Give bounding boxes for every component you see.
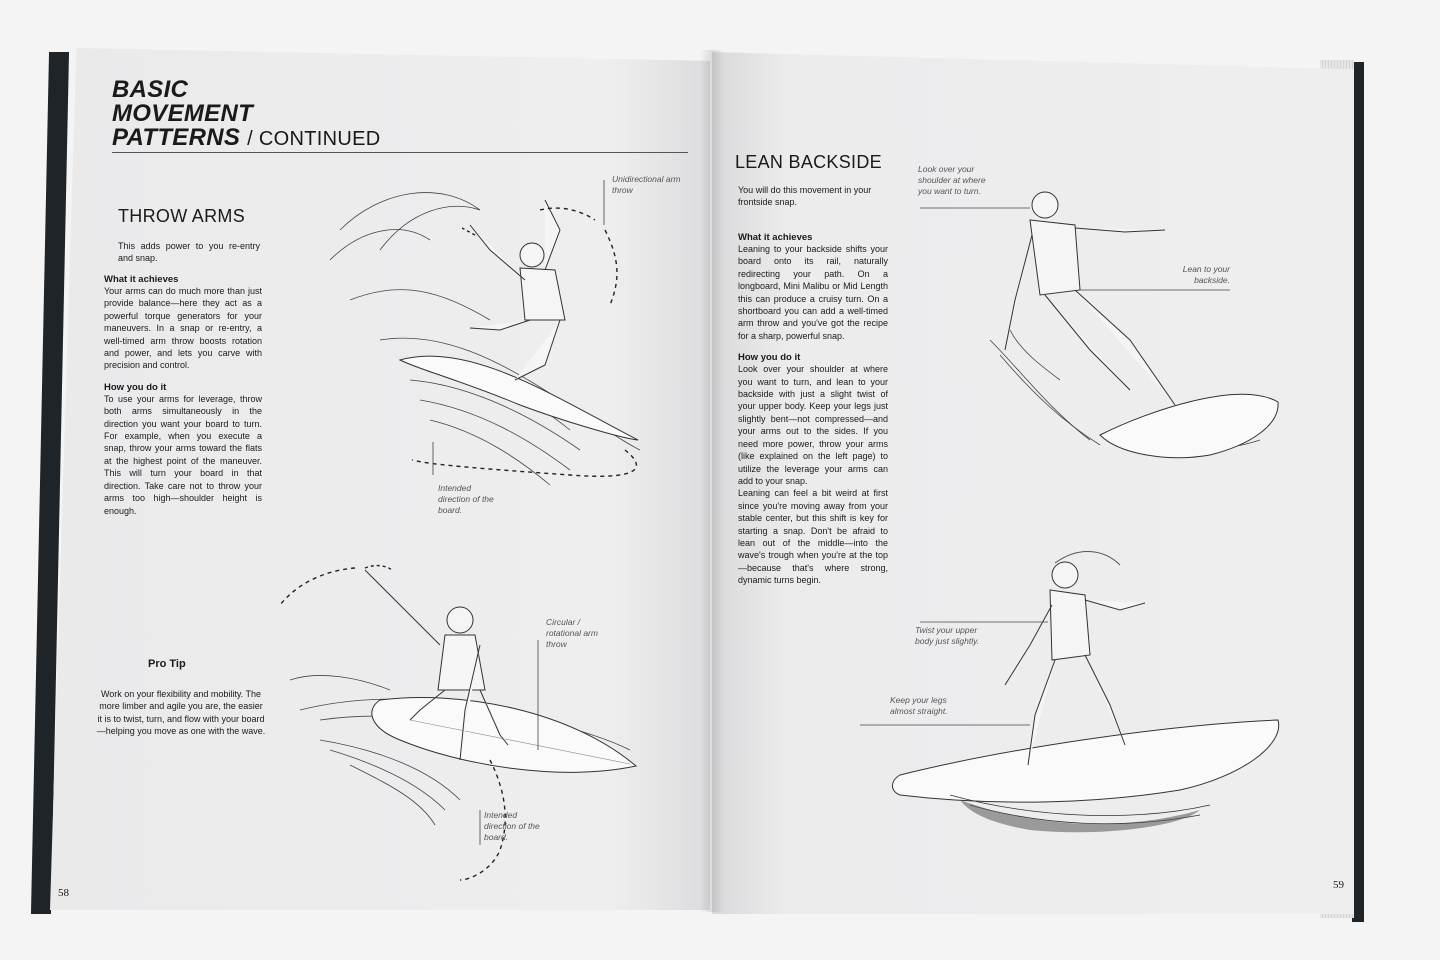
surfer-illustration-3 bbox=[920, 191, 1279, 459]
page-number-right: 59 bbox=[1333, 879, 1344, 891]
book-cover-right bbox=[1352, 62, 1364, 922]
pro-tip-text: Work on your flexibility and mobility. T… bbox=[96, 689, 266, 737]
what-text-right: Leaning to your backside shifts your boa… bbox=[738, 244, 888, 341]
how-heading-left: How you do it bbox=[104, 381, 167, 393]
callout-intended-direction-1: Intended direction of the board. bbox=[438, 483, 494, 515]
page-number-left: 58 bbox=[58, 887, 69, 899]
callout-intended-direction-2: Intended direction of the board. bbox=[484, 810, 540, 842]
throw-arms-what: What it achieves Your arms can do much m… bbox=[104, 274, 262, 517]
how-text-right-2: Leaning can feel a bit weird at first si… bbox=[738, 488, 888, 586]
book-gutter bbox=[700, 50, 724, 912]
callout-twist-upper-body: Twist your upper body just slightly. bbox=[915, 625, 980, 646]
title-suffix: / CONTINUED bbox=[247, 128, 381, 150]
section-heading-throw-arms: THROW ARMS bbox=[118, 206, 245, 226]
throw-arms-intro: This adds power to you re-entry and snap… bbox=[118, 241, 260, 264]
callout-lean-backside: Lean to your backside. bbox=[1182, 264, 1230, 285]
title-line-3: PATTERNS bbox=[112, 124, 241, 151]
title-line-2: MOVEMENT bbox=[112, 100, 254, 127]
title-line-3-wrap: PATTERNS / CONTINUED bbox=[112, 126, 380, 151]
title-rule bbox=[112, 152, 688, 153]
what-text-left: Your arms can do much more than just pro… bbox=[104, 286, 262, 371]
surfer-illustration-4 bbox=[860, 550, 1280, 833]
surfer-illustration-2 bbox=[279, 564, 638, 881]
lean-backside-intro: You will do this movement in your fronts… bbox=[738, 185, 872, 208]
how-text-right-1: Look over your shoulder at where you wan… bbox=[738, 364, 888, 486]
callout-keep-legs-straight: Keep your legs almost straight. bbox=[890, 695, 948, 716]
how-heading-right: How you do it bbox=[738, 352, 801, 364]
callout-unidirectional: Unidirectional arm throw bbox=[612, 174, 681, 195]
what-heading-left: What it achieves bbox=[104, 274, 179, 285]
pro-tip-heading: Pro Tip bbox=[148, 658, 186, 670]
what-heading-right: What it achieves bbox=[738, 232, 813, 243]
surfer-illustration-1 bbox=[329, 180, 641, 486]
lean-backside-what: What it achieves Leaning to your backsid… bbox=[738, 232, 888, 587]
how-text-left: To use your arms for leverage, throw bot… bbox=[104, 393, 262, 516]
callout-look-over-shoulder: Look over your shoulder at where you wan… bbox=[918, 164, 986, 196]
callout-circular: Circular / rotational arm throw bbox=[546, 617, 598, 649]
title-line-1: BASIC bbox=[112, 76, 189, 103]
section-heading-lean-backside: LEAN BACKSIDE bbox=[735, 152, 882, 172]
page-title: BASIC MOVEMENT PATTERNS / CONTINUED bbox=[112, 78, 380, 151]
